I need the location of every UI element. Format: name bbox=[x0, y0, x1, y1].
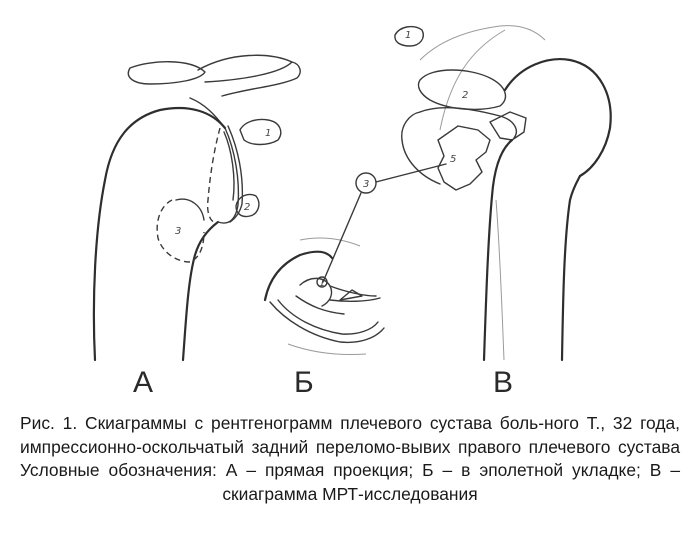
panel-v-marker-1: 1 bbox=[405, 30, 411, 41]
skiagram-figure: 1 2 3 1 1 2 bbox=[92, 25, 612, 362]
leader-marker-3: 3 bbox=[363, 179, 369, 190]
panel-a-marker-2: 2 bbox=[244, 202, 250, 213]
panel-a-drawing: 1 2 3 bbox=[92, 54, 301, 362]
panel-v-marker-2: 2 bbox=[462, 90, 468, 101]
panel-v-marker-5: 5 bbox=[450, 154, 456, 165]
panel-b-drawing: 1 bbox=[263, 237, 385, 355]
panel-a-marker-3: 3 bbox=[175, 226, 181, 237]
figure-caption: Рис. 1. Скиаграммы с рентгенограмм плече… bbox=[20, 413, 680, 504]
panel-v-drawing: 1 2 3 5 bbox=[363, 25, 612, 362]
panel-a-marker-1: 1 bbox=[265, 128, 271, 139]
panel-label-v: В bbox=[493, 366, 514, 399]
panel-label-a: А bbox=[133, 366, 154, 399]
panel-b-marker-1: 1 bbox=[319, 278, 325, 289]
panel-label-b: Б bbox=[294, 366, 314, 399]
leader-lines bbox=[322, 163, 447, 283]
